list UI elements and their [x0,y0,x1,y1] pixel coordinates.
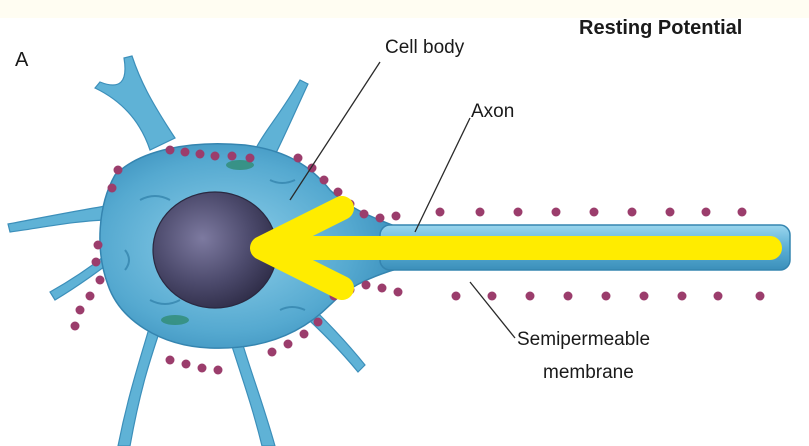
signal-arrow [262,208,770,288]
top-band [0,0,809,18]
leader-line-membrane [470,282,515,338]
label-cell-body: Cell body [385,37,464,59]
diagram-title: Resting Potential [579,17,742,40]
label-membrane-line1: Semipermeable [517,329,650,351]
label-membrane-line2: membrane [543,362,634,384]
label-axon: Axon [471,101,514,123]
panel-letter: A [15,49,28,72]
